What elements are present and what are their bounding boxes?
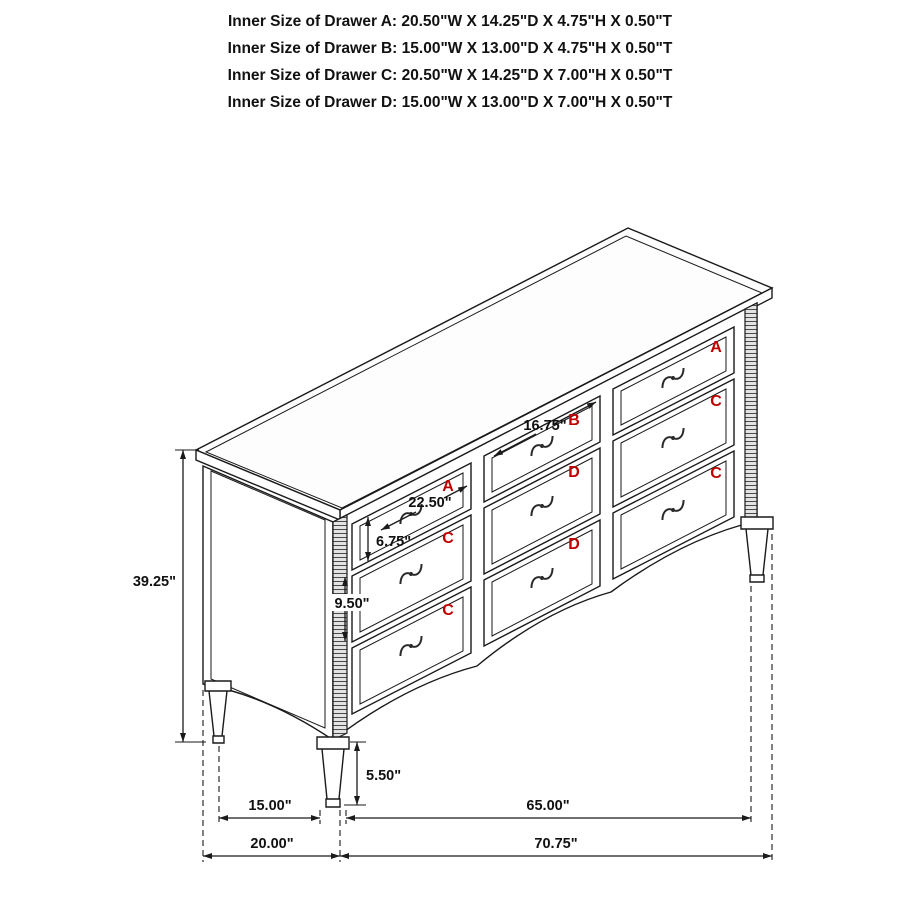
drawer-front-outer <box>612 325 735 437</box>
drawer-b-width-stub-right <box>553 401 597 425</box>
inner-size-line-d: Inner Size of Drawer D: 15.00"W X 13.00"… <box>227 94 673 111</box>
drawer-front-inner <box>491 457 593 565</box>
drawer-front-inner <box>491 529 593 637</box>
dimension-lines <box>175 401 772 859</box>
overall-width-label: 70.75" <box>534 836 577 852</box>
dimension-labels: 39.25" 5.50" 6.75" 9.50" 16.75" 22.50" 1… <box>133 418 578 852</box>
drawer-a-width-stub-left <box>380 511 417 531</box>
legs <box>204 516 774 808</box>
drawer-a-width-stub-right <box>443 485 468 499</box>
lower-drawer-height-label: 9.50" <box>334 596 369 612</box>
dresser-drawing <box>194 227 774 808</box>
drawer-d-center-middle <box>483 446 601 576</box>
drawer-front-inner <box>491 405 593 493</box>
drawer-c-left-middle <box>351 513 472 644</box>
drawer-front-inner <box>620 336 727 426</box>
top-drawer-height-label: 6.75" <box>376 534 411 550</box>
drawer-front-outer <box>483 446 601 576</box>
back-left-leg <box>204 680 232 744</box>
drawer-pull-icon <box>661 427 685 449</box>
drawer-front-inner <box>620 460 727 570</box>
drawer-pull-icon <box>530 567 554 589</box>
inner-size-header: Inner Size of Drawer A: 20.50"W X 14.25"… <box>0 8 900 116</box>
drawer-c-right-middle <box>612 377 735 509</box>
drawer-d-center-bottom <box>483 518 601 648</box>
drawer-a-left-top <box>351 461 472 572</box>
side-panel-inset <box>210 470 326 729</box>
drawer-front-outer <box>612 377 735 509</box>
drawer-front-outer <box>351 585 472 716</box>
drawer-letter-c-right-middle: C <box>710 393 722 410</box>
drawer-b-center-top <box>483 394 601 504</box>
drawer-front-outer <box>483 518 601 648</box>
front-left-leg <box>316 736 350 808</box>
drawer-front-inner <box>359 524 464 633</box>
inner-size-line-c: Inner Size of Drawer C: 20.50"W X 14.25"… <box>227 67 673 84</box>
width-leg-spacing-label: 65.00" <box>526 798 569 814</box>
drawer-pull-icon <box>661 499 685 521</box>
overall-depth-label: 20.00" <box>250 836 293 852</box>
drawer-front-outer <box>351 461 472 572</box>
drawer-letter-c-right-bottom: C <box>710 465 722 482</box>
drawer-a-width-label: 22.50" <box>408 495 451 511</box>
right-pilaster <box>744 302 758 528</box>
drawer-letter-a-left: A <box>442 478 454 495</box>
depth-leg-spacing-label: 15.00" <box>248 798 291 814</box>
left-pilaster <box>332 514 348 741</box>
front-right-leg <box>740 516 774 583</box>
overall-height-label: 39.25" <box>133 574 176 590</box>
drawer-a-right-top <box>612 325 735 437</box>
drawer-front-inner <box>620 388 727 498</box>
drawer-front-inner <box>359 596 464 705</box>
drawer-c-left-bottom <box>351 585 472 716</box>
drawer-front-outer <box>351 513 472 644</box>
label-mask <box>330 594 375 611</box>
drawer-pulls <box>399 367 685 657</box>
drawer-front-outer <box>612 449 735 581</box>
inner-size-line-b: Inner Size of Drawer B: 15.00"W X 13.00"… <box>227 40 673 57</box>
drawer-letter-d-center-bottom: D <box>568 536 580 553</box>
leg-height-label: 5.50" <box>366 768 401 784</box>
inner-size-line-a: Inner Size of Drawer A: 20.50"W X 14.25"… <box>227 13 673 30</box>
drawer-front-inner <box>359 472 464 561</box>
drawer-pull-icon <box>530 495 554 517</box>
drawer-front-outer <box>483 394 601 504</box>
drawer-letter-c-left-bottom: C <box>442 602 454 619</box>
drawer-pull-icon <box>399 635 423 657</box>
drawer-letter-labels: A C C B D D A C C <box>442 339 722 619</box>
drawer-letter-b-center: B <box>568 412 580 429</box>
drawer-letter-d-center-middle: D <box>568 464 580 481</box>
drawer-b-width-label: 16.75" <box>523 418 566 434</box>
drawer-pull-icon <box>661 367 685 389</box>
drawer-c-right-bottom <box>612 449 735 581</box>
drawer-b-width-stub-left <box>493 433 537 457</box>
drawer-letter-c-left-middle: C <box>442 530 454 547</box>
drawer-pull-icon <box>530 435 554 457</box>
drawer-letter-a-right: A <box>710 339 722 356</box>
drawer-pull-icon <box>399 563 423 585</box>
